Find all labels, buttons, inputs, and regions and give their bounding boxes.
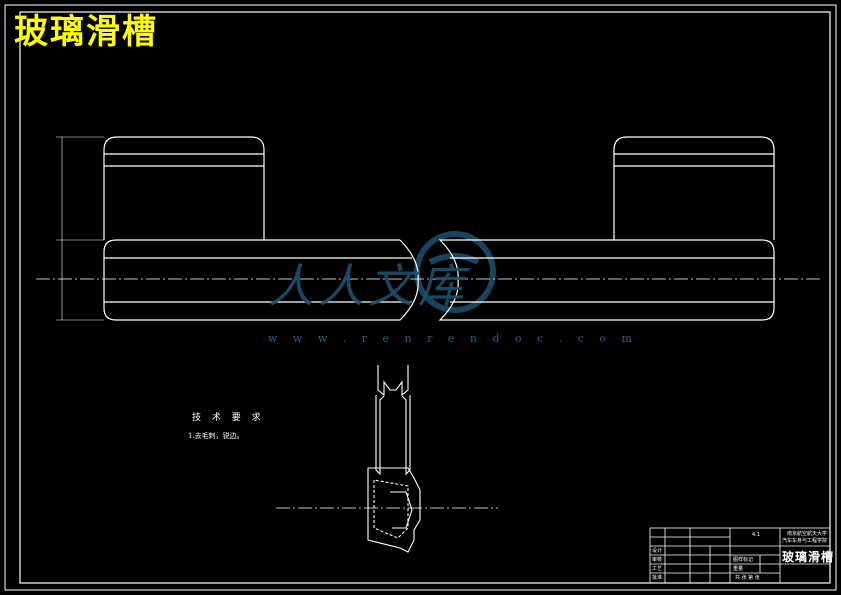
title-block-cell-mark: 图样标记: [733, 557, 754, 563]
watermark-url: w w w . r e n r e n d o c . c o m: [268, 332, 638, 345]
cross-section: [367, 365, 421, 553]
title-block-cell-process: 工艺: [652, 566, 663, 572]
title-block-scale: 4:1: [752, 532, 761, 538]
title-block-cell-weight: 重量: [733, 566, 744, 572]
title-block-cell-design: 设计: [652, 548, 663, 554]
title-block-cell-approve: 批准: [652, 575, 663, 581]
inner-border: [19, 11, 831, 584]
title-block: [649, 527, 831, 584]
dimension-left: [56, 136, 104, 321]
upper-left-block: [103, 136, 265, 240]
title-block-school-2: 汽车车身与工程学院: [782, 538, 828, 544]
watermark-logo: [414, 231, 496, 313]
tech-requirements-item: 1.去毛刺，锐边。: [188, 432, 244, 440]
watermark-text: 人人文库: [268, 259, 468, 313]
title-block-school-1: 南京航空航天大学: [787, 531, 828, 537]
lower-bar-left: [103, 239, 419, 321]
outer-border: [4, 4, 837, 591]
lower-bar-right: [438, 239, 775, 321]
title-block-sheet: 共 张 第 张: [735, 575, 760, 581]
title-block-cell-review: 审核: [652, 557, 663, 563]
tech-requirements-heading: 技 术 要 求: [192, 413, 265, 423]
upper-right-block: [613, 136, 775, 240]
drawing-title: 玻璃滑槽: [14, 12, 158, 52]
title-block-part-name: 玻璃滑槽: [782, 550, 835, 564]
